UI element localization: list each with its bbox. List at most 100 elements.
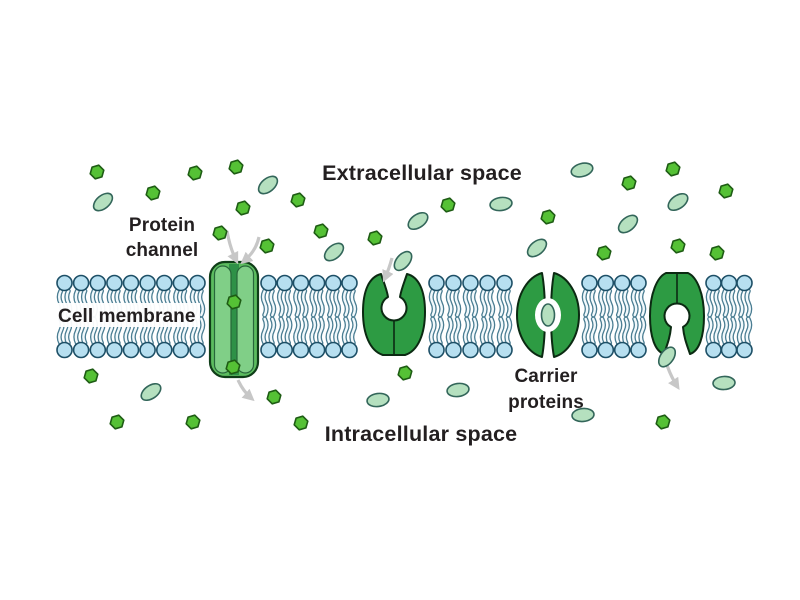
lipid-head <box>705 274 722 292</box>
lipid-head <box>156 341 173 359</box>
oval-molecule <box>570 162 594 178</box>
lipid-head <box>479 341 496 359</box>
lipid-head <box>308 341 326 359</box>
lipid-head <box>72 274 90 292</box>
hexagon-molecule <box>83 368 99 384</box>
hexagon-molecule <box>89 164 105 180</box>
lipid-head <box>292 341 310 359</box>
oval-molecule <box>526 238 548 258</box>
lipid-head <box>597 274 615 292</box>
lipid-head <box>89 274 107 292</box>
oval-molecule <box>407 211 429 231</box>
diffusion-arrow <box>240 236 261 265</box>
lipid-head <box>597 341 615 359</box>
hexagon-molecule <box>293 415 309 431</box>
lipid-head <box>276 274 294 292</box>
lipid-head <box>106 341 123 359</box>
oval-molecule <box>393 250 413 272</box>
lipid-head <box>613 274 631 292</box>
lipid-head <box>122 341 140 359</box>
lipid-head <box>260 274 277 292</box>
lipid-head <box>630 341 647 359</box>
lipid-head <box>139 274 156 292</box>
lipid-head <box>445 274 462 292</box>
protein-channel-label-line2: channel <box>126 240 199 261</box>
cell-membrane-label: Cell membrane <box>58 306 196 327</box>
hexagon-molecule <box>185 414 201 430</box>
diffusion-arrow <box>382 257 394 283</box>
hexagon-molecule <box>665 161 681 177</box>
lipid-head <box>106 274 123 292</box>
hexagon-molecule <box>540 209 556 225</box>
hexagon-molecule <box>109 414 125 430</box>
membrane-proteins <box>208 260 705 379</box>
lipid-head <box>156 274 173 292</box>
diffusing-molecules <box>83 159 736 431</box>
lipid-head <box>292 274 310 292</box>
lipid-head <box>189 274 206 292</box>
cell-membrane-label-backing <box>54 303 200 327</box>
hexagon-molecule <box>596 245 612 261</box>
hexagon-molecule <box>266 389 282 405</box>
protein-channel-right-lobe <box>236 265 255 374</box>
lipid-head <box>89 341 107 359</box>
lipid-head <box>736 274 753 292</box>
lipid-head <box>613 341 631 359</box>
lipid-head <box>189 341 206 359</box>
oval-molecule <box>140 382 162 402</box>
oval-molecule <box>617 214 639 234</box>
hexagon-molecule <box>226 294 242 310</box>
lipid-head <box>308 274 326 292</box>
hexagon-molecule <box>718 183 734 199</box>
oval-molecule <box>657 346 677 368</box>
hexagon-molecule <box>397 365 413 381</box>
lipid-head <box>736 341 753 359</box>
hexagon-molecule <box>228 159 244 175</box>
diffusion-arrow <box>225 230 239 265</box>
lipid-head <box>341 274 358 292</box>
diffusion-arrow <box>236 379 255 402</box>
carrier-proteins-label-line1: Carrier <box>514 366 578 387</box>
hexagon-molecule <box>259 238 275 254</box>
hexagon-molecule <box>313 223 329 239</box>
hexagon-molecule <box>235 200 251 216</box>
lipid-head <box>581 274 598 292</box>
lipid-head <box>260 341 277 359</box>
lipid-head <box>720 274 738 292</box>
lipid-head <box>56 274 73 292</box>
carrier-protein-shape <box>649 272 705 355</box>
protein-channel-label-line1: Protein <box>129 215 195 236</box>
intracellular-space-label: Intracellular space <box>325 422 518 446</box>
hexagon-molecule <box>709 245 725 261</box>
hexagon-molecule <box>145 185 161 201</box>
oval-molecule <box>257 175 279 195</box>
carrier-protein-open-top <box>362 273 426 356</box>
lipid-head <box>428 341 445 359</box>
lipid-head <box>56 341 73 359</box>
hexagon-molecule <box>367 230 383 246</box>
lipid-head <box>445 341 462 359</box>
lipid-head <box>581 341 598 359</box>
oval-molecule <box>323 242 345 262</box>
lipid-head <box>139 341 156 359</box>
oval-molecule <box>571 407 595 423</box>
oval-molecule <box>446 382 470 398</box>
extracellular-space-label: Extracellular space <box>322 161 522 185</box>
lipid-head <box>72 341 90 359</box>
oval-molecule <box>540 303 556 327</box>
lipid-head <box>462 274 479 292</box>
lipid-head <box>462 341 479 359</box>
lipid-head <box>276 341 294 359</box>
hexagon-molecule <box>290 192 306 208</box>
carrier-protein-open-bottom <box>649 272 705 355</box>
carrier-proteins-label-line2: proteins <box>508 392 584 413</box>
carrier-protein-shape <box>362 273 426 356</box>
oval-molecule <box>667 192 689 212</box>
hexagon-molecule <box>187 165 203 181</box>
hexagon-molecule <box>212 225 228 241</box>
hexagon-molecule <box>225 359 241 375</box>
phospholipid-bilayer <box>56 274 753 359</box>
lipid-head <box>324 274 342 292</box>
